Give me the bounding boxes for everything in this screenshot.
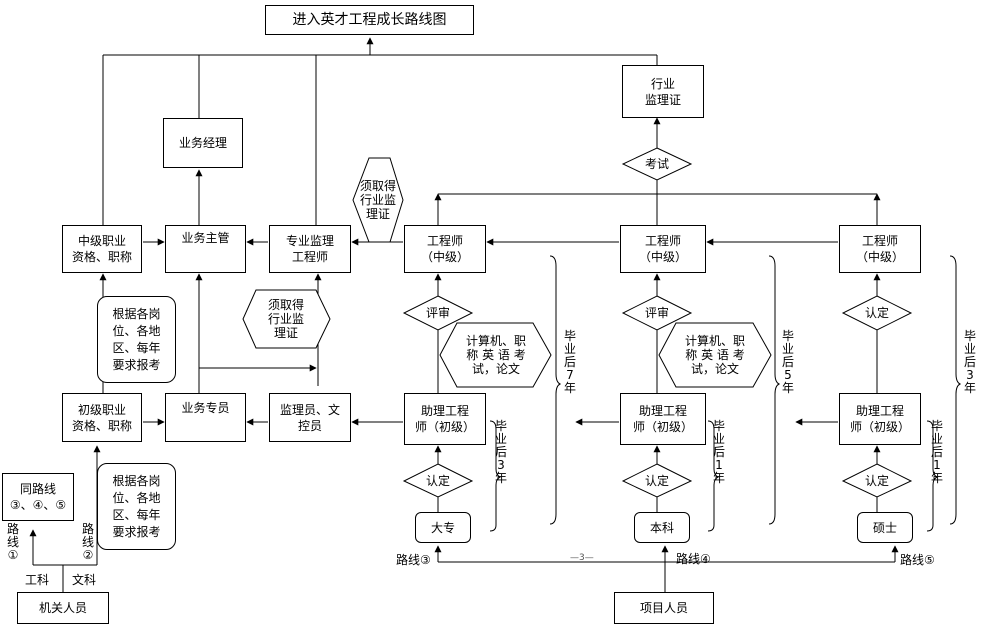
engineering-label: 工科 (25, 573, 50, 587)
supervisor-clerk-box: 监理员、文 控员 (269, 393, 351, 442)
business-specialist-box: 业务专员 (165, 393, 246, 442)
exam-note-box-2: 根据各岗 位、各地 区、每年 要求报考 (97, 463, 176, 550)
assistant-engineer-box-3: 助理工程 师（初级） (839, 393, 921, 445)
recognize-diamond-label-2: 认定 (644, 474, 669, 488)
exam-diamond (621, 147, 693, 181)
pro-supervisor-box: 专业监理 工程师 (269, 225, 351, 273)
page-number: —3— (570, 553, 594, 563)
recognize-diamond-label-top: 认定 (864, 306, 889, 320)
exam-req-label-2: 计算机、职 称 英 语 考 试，论文 (684, 334, 745, 376)
grad-3-years-top-label: 毕 业 后 3 年 (963, 329, 976, 395)
engineer-mid-box-1: 工程师 （中级） (404, 225, 486, 273)
review-diamond-2 (621, 295, 693, 331)
assistant-engineer-box-1: 助理工程 师（初级） (404, 393, 486, 445)
route-4-label: 路线④ (676, 552, 711, 566)
recognize-diamond-1 (402, 463, 474, 498)
business-director-box: 业务主管 (165, 225, 246, 273)
exam-req-hexagon-1 (439, 322, 552, 388)
grad-1-year-label-a: 毕 业 后 1 年 (712, 419, 725, 485)
liberal-arts-label: 文科 (72, 573, 97, 587)
grad-1-year-label-b: 毕 业 后 1 年 (930, 419, 943, 485)
project-staff-box: 项目人员 (614, 592, 714, 624)
route-1-label: 路 线 ① (6, 522, 19, 562)
review-diamond-1 (402, 295, 474, 331)
grad-5-years-label: 毕 业 后 5 年 (781, 329, 794, 395)
bachelor-box: 本科 (634, 512, 690, 543)
route-2-label: 路 线 ② (81, 522, 94, 562)
recognize-diamond-label-1: 认定 (425, 474, 450, 488)
engineer-mid-box-2: 工程师 （中级） (620, 225, 706, 273)
cert-req-label-mid: 须取得 行业监 理证 (267, 298, 304, 340)
assistant-engineer-box-2: 助理工程 师（初级） (620, 393, 706, 445)
route-3-label: 路线③ (396, 553, 431, 567)
cert-req-hexagon-mid (242, 289, 331, 349)
exam-req-hexagon-2 (658, 322, 772, 388)
exam-note-box-1: 根据各岗 位、各地 区、每年 要求报考 (97, 296, 176, 383)
master-box: 硕士 (857, 512, 913, 543)
college-box: 大专 (415, 512, 471, 543)
mid-title-box: 中级职业 资格、职称 (62, 225, 142, 273)
exam-diamond-label: 考试 (644, 157, 669, 171)
industry-cert-box: 行业 监理证 (622, 65, 704, 118)
exam-req-label-1: 计算机、职 称 英 语 考 试，论文 (465, 334, 526, 376)
top-title-box: 进入英才工程成长路线图 (265, 5, 474, 35)
cert-req-label-top: 须取得 行业监 理证 (359, 179, 396, 221)
route-5-label: 路线⑤ (900, 553, 935, 567)
recognize-diamond-3 (841, 463, 913, 498)
engineer-mid-box-3: 工程师 （中级） (839, 225, 921, 273)
review-diamond-label-1: 评审 (425, 306, 450, 320)
cert-req-hexagon-top (352, 157, 404, 243)
recognize-diamond-label-3: 认定 (864, 474, 889, 488)
junior-title-box: 初级职业 资格、职称 (62, 393, 142, 442)
same-route-box: 同路线 ③、④、⑤ (2, 473, 74, 521)
business-manager-box: 业务经理 (163, 118, 243, 168)
review-diamond-label-2: 评审 (644, 306, 669, 320)
top-collector-line (103, 38, 657, 56)
agency-staff-box: 机关人员 (17, 592, 109, 624)
grad-7-years-label: 毕 业 后 7 年 (563, 329, 576, 395)
recognize-diamond-2 (621, 463, 693, 498)
recognize-diamond-top (841, 295, 913, 331)
grad-3-years-label: 毕 业 后 3 年 (494, 419, 507, 485)
